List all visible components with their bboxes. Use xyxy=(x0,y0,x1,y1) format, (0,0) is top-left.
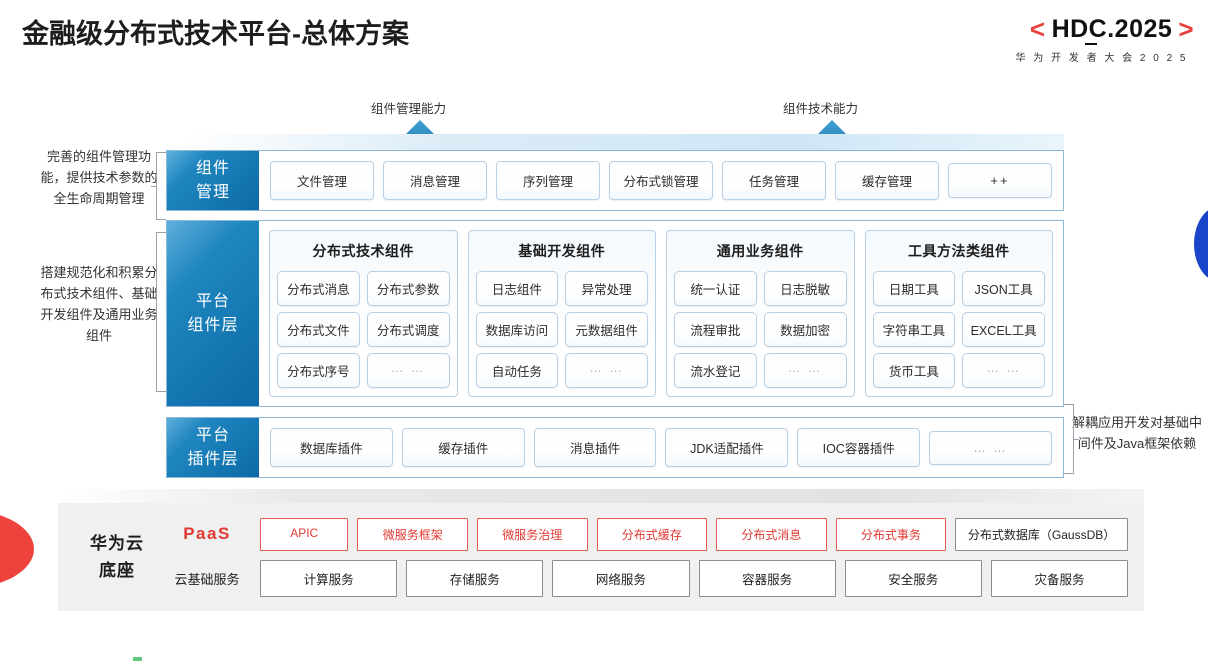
cell-date-tool[interactable]: 日期工具 xyxy=(872,271,956,306)
layer-component-management: 组件 管理 文件管理 消息管理 序列管理 分布式锁管理 任务管理 缓存管理 ++ xyxy=(166,150,1064,211)
cell-currency-tool[interactable]: 货币工具 xyxy=(872,353,956,388)
cell-distributed-param[interactable]: 分布式参数 xyxy=(366,271,450,306)
layer-label-component-management: 组件 管理 xyxy=(167,151,259,210)
platform-component-groups: 分布式技术组件 分布式消息 分布式参数 分布式文件 分布式调度 分布式序号 … … xyxy=(259,221,1063,406)
bracket-right-icon: > xyxy=(1178,14,1194,44)
base-item-network[interactable]: 网络服务 xyxy=(552,559,690,597)
paas-label: PaaS xyxy=(183,524,231,543)
cloud-panel-bevel xyxy=(58,489,1144,503)
hdc-logo-subtitle: 华 为 开 发 者 大 会 2 0 2 5 xyxy=(1015,53,1188,64)
paas-item-distributed-message[interactable]: 分布式消息 xyxy=(716,517,827,551)
chip-distributed-lock-management[interactable]: 分布式锁管理 xyxy=(609,161,713,200)
hdc-underline xyxy=(1084,43,1097,45)
huawei-cloud-panel: 华为云 底座 PaaS APIC 微服务框架 微服务治理 分布式缓存 分布式消息… xyxy=(58,503,1144,611)
bracket-platform-plugin xyxy=(1064,404,1079,474)
paas-item-microservice-framework[interactable]: 微服务框架 xyxy=(357,517,468,551)
bracket-platform-component xyxy=(151,232,166,392)
stack-top-bevel xyxy=(180,134,1064,150)
bracket-left-icon: < xyxy=(1029,14,1046,44)
side-note-left-top: 完善的组件管理功能，提供技术参数的全生命周期管理 xyxy=(40,149,158,206)
hdc-logo-text: HDC.2025 xyxy=(1051,15,1173,45)
arrow-label-right: 组件技术能力 xyxy=(783,102,859,116)
cloud-base-row: 云基础服务 计算服务 存储服务 网络服务 容器服务 安全服务 灾备服务 xyxy=(164,559,1129,597)
cell-auto-task[interactable]: 自动任务 xyxy=(475,353,559,388)
side-note-left-bottom: 搭建规范化和积累分布式技术组件、基础开发组件及通用业务组件 xyxy=(40,265,158,343)
cell-distributed-file[interactable]: 分布式文件 xyxy=(277,312,360,347)
cell-log-masking[interactable]: 日志脱敏 xyxy=(763,271,847,306)
arrow-label-left: 组件管理能力 xyxy=(371,102,447,116)
chip-task-management[interactable]: 任务管理 xyxy=(722,161,826,200)
layer-label-platform-plugin: 平台 插件层 xyxy=(167,418,259,477)
cell-more-tool-method[interactable]: … … xyxy=(962,353,1045,388)
chip-sequence-management[interactable]: 序列管理 xyxy=(496,161,600,200)
group-title-tool-method: 工具方法类组件 xyxy=(908,243,1010,259)
component-management-items: 文件管理 消息管理 序列管理 分布式锁管理 任务管理 缓存管理 ++ xyxy=(259,151,1063,210)
chip-ioc-container-plugin[interactable]: IOC容器插件 xyxy=(797,428,921,467)
cell-log-component[interactable]: 日志组件 xyxy=(475,271,559,306)
chip-message-management[interactable]: 消息管理 xyxy=(383,161,487,200)
paas-item-distributed-transaction[interactable]: 分布式事务 xyxy=(835,517,947,551)
cell-distributed-schedule[interactable]: 分布式调度 xyxy=(366,312,450,347)
base-item-disaster-recovery[interactable]: 灾备服务 xyxy=(990,559,1129,597)
group-distributed-tech: 分布式技术组件 分布式消息 分布式参数 分布式文件 分布式调度 分布式序号 … … xyxy=(269,230,458,397)
chip-database-plugin[interactable]: 数据库插件 xyxy=(270,428,393,467)
cell-string-tool[interactable]: 字符串工具 xyxy=(872,312,956,347)
cell-process-approval[interactable]: 流程审批 xyxy=(674,312,757,347)
blue-semicircle-decoration xyxy=(1194,206,1208,282)
cloud-paas-row: PaaS APIC 微服务框架 微服务治理 分布式缓存 分布式消息 分布式事务 … xyxy=(164,517,1129,551)
layer-label-platform-component: 平台 组件层 xyxy=(167,221,259,406)
layer-platform-component: 平台 组件层 分布式技术组件 分布式消息 分布式参数 分布式文件 分布式调度 分… xyxy=(166,220,1064,407)
group-title-common-business: 通用业务组件 xyxy=(716,243,804,259)
chip-more-plugin[interactable]: … … xyxy=(929,430,1052,465)
group-tool-method: 工具方法类组件 日期工具 JSON工具 字符串工具 EXCEL工具 货币工具 …… xyxy=(864,230,1053,397)
green-dot-decoration xyxy=(133,657,142,661)
paas-item-microservice-governance[interactable]: 微服务治理 xyxy=(476,517,588,551)
cloud-panel-title: 华为云 底座 xyxy=(90,534,144,580)
group-basic-dev: 基础开发组件 日志组件 异常处理 数据库访问 元数据组件 自动任务 … … xyxy=(467,230,656,397)
group-title-basic-dev: 基础开发组件 xyxy=(518,243,606,259)
chip-cache-management[interactable]: 缓存管理 xyxy=(835,161,939,200)
base-item-storage[interactable]: 存储服务 xyxy=(406,559,544,597)
red-wedge-decoration xyxy=(0,510,34,588)
cell-more-common-business[interactable]: … … xyxy=(763,353,847,388)
group-title-distributed-tech: 分布式技术组件 xyxy=(312,243,414,259)
side-note-right: 解耦应用开发对基础中间件及Java框架依赖 xyxy=(1072,415,1203,451)
platform-plugin-items: 数据库插件 缓存插件 消息插件 JDK适配插件 IOC容器插件 … … xyxy=(259,418,1063,477)
cell-excel-tool[interactable]: EXCEL工具 xyxy=(962,312,1045,347)
architecture-stack: 组件 管理 文件管理 消息管理 序列管理 分布式锁管理 任务管理 缓存管理 ++… xyxy=(166,134,1064,478)
hdc-logo-main: < HDC.2025 > xyxy=(904,14,1194,45)
page-title: 金融级分布式技术平台-总体方案 xyxy=(22,19,409,49)
cell-more-basic-dev[interactable]: … … xyxy=(565,353,648,388)
cell-exception-handling[interactable]: 异常处理 xyxy=(565,271,648,306)
layer-platform-plugin: 平台 插件层 数据库插件 缓存插件 消息插件 JDK适配插件 IOC容器插件 …… xyxy=(166,417,1064,478)
group-common-business: 通用业务组件 统一认证 日志脱敏 流程审批 数据加密 流水登记 … … xyxy=(666,230,855,397)
paas-item-distributed-cache[interactable]: 分布式缓存 xyxy=(596,517,708,551)
base-item-container[interactable]: 容器服务 xyxy=(698,559,836,597)
chip-message-plugin[interactable]: 消息插件 xyxy=(533,428,657,467)
base-item-compute[interactable]: 计算服务 xyxy=(260,559,398,597)
base-item-security[interactable]: 安全服务 xyxy=(844,559,982,597)
cell-database-access[interactable]: 数据库访问 xyxy=(475,312,559,347)
cell-distributed-sequence[interactable]: 分布式序号 xyxy=(277,353,360,388)
chip-file-management[interactable]: 文件管理 xyxy=(270,161,374,200)
chip-cache-plugin[interactable]: 缓存插件 xyxy=(401,428,525,467)
paas-item-apic[interactable]: APIC xyxy=(260,517,349,551)
chip-more[interactable]: ++ xyxy=(948,163,1052,198)
cell-unified-auth[interactable]: 统一认证 xyxy=(674,271,757,306)
cloud-base-label: 云基础服务 xyxy=(174,571,240,587)
paas-item-distributed-database[interactable]: 分布式数据库（GaussDB） xyxy=(955,517,1129,551)
cell-metadata-component[interactable]: 元数据组件 xyxy=(565,312,648,347)
cell-more-distributed-tech[interactable]: … … xyxy=(366,353,450,388)
cell-distributed-message[interactable]: 分布式消息 xyxy=(277,271,360,306)
cell-json-tool[interactable]: JSON工具 xyxy=(962,271,1045,306)
hdc-logo: < HDC.2025 > 华 为 开 发 者 大 会 2 0 2 5 xyxy=(904,14,1194,64)
cell-transaction-record[interactable]: 流水登记 xyxy=(674,353,757,388)
bracket-component-management xyxy=(151,152,166,220)
chip-jdk-adapter-plugin[interactable]: JDK适配插件 xyxy=(665,428,789,467)
cell-data-encryption[interactable]: 数据加密 xyxy=(763,312,847,347)
